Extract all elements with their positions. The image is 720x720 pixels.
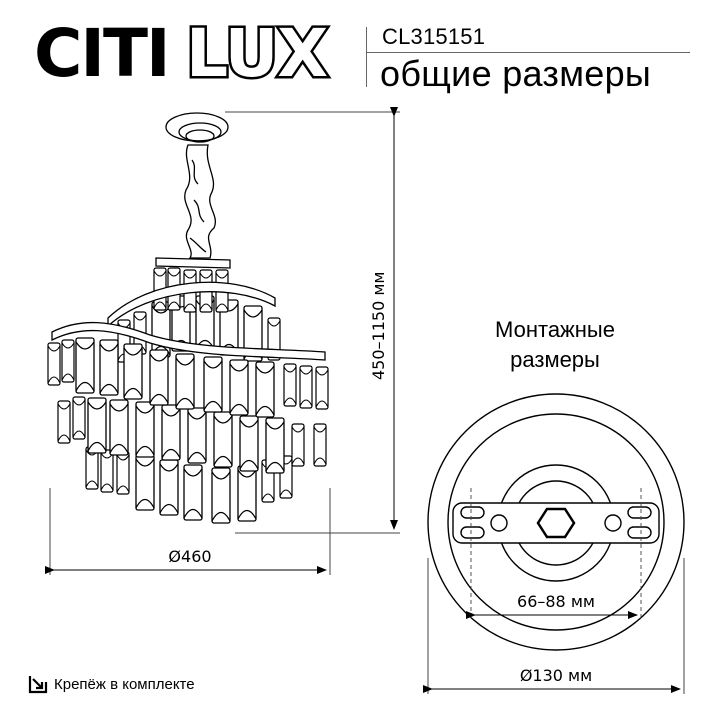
fastener-text: Крепёж в комплекте — [54, 675, 195, 693]
mounting-title-line2: размеры — [510, 347, 600, 372]
logo-bold-part: CITI — [34, 18, 169, 88]
mounting-title-line1: Монтажные — [495, 317, 615, 342]
hole-spacing-label: 66–88 мм — [517, 592, 595, 611]
mounting-plate-drawing — [427, 393, 685, 651]
width-dimension — [45, 488, 331, 575]
hex-nut-icon — [536, 507, 576, 539]
fastener-included-note: Крепёж в комплекте — [28, 674, 195, 694]
chandelier-diameter-label: Ø460 — [168, 547, 211, 566]
model-number: CL315151 — [382, 24, 486, 49]
plate-diameter-extension-lines — [427, 558, 685, 694]
chandelier-illustration — [47, 112, 329, 524]
header-vertical-divider — [366, 27, 367, 87]
logo-outline-part: LUX — [186, 18, 327, 88]
citilux-logo: CITI LUX — [34, 18, 331, 88]
height-dimension — [225, 107, 400, 534]
header-horizontal-divider — [366, 52, 690, 53]
height-label: 450–1150 мм — [369, 272, 388, 380]
mounting-dimensions-title: Монтажные размеры — [430, 315, 680, 375]
fastener-included-icon — [28, 676, 48, 694]
plate-diameter-label: Ø130 мм — [520, 666, 592, 685]
page-title: общие размеры — [380, 53, 652, 94]
